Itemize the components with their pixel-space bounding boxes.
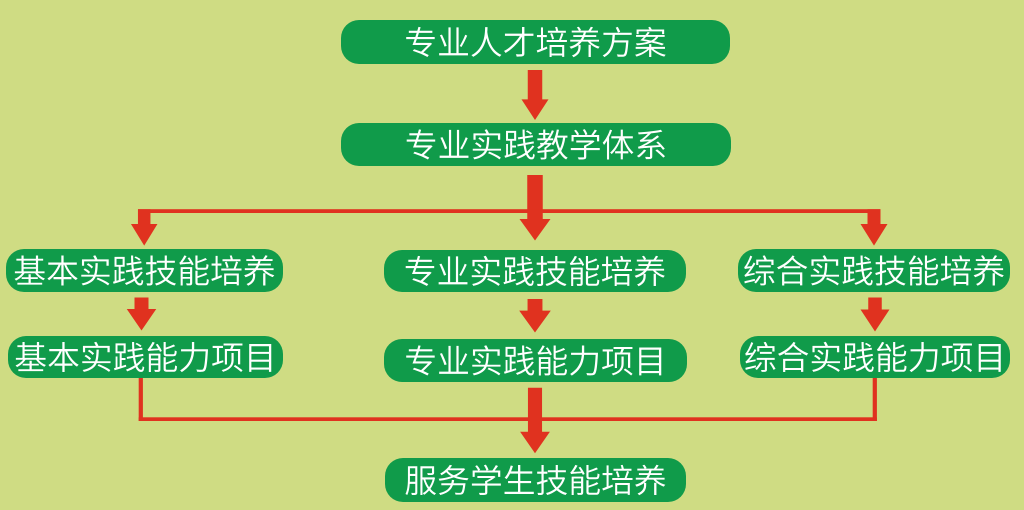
arrow-basic-skill-to-project <box>126 297 157 331</box>
arrow-plan-to-system <box>521 70 549 120</box>
arrow-comprehensive-skill-to-project <box>860 297 890 332</box>
converge-riser-left <box>138 377 143 421</box>
arrow-branch-left <box>130 209 158 246</box>
node-plan-label <box>406 26 666 58</box>
node-system-label <box>406 129 666 160</box>
node-comprehensive-project-label <box>745 341 1001 373</box>
node-service-label <box>405 464 666 496</box>
node-professional-project: 专业实践能力项目 <box>384 339 687 382</box>
node-professional-skill: 专业实践技能培养 <box>384 250 686 292</box>
node-service: 服务学生技能培养 <box>385 458 686 502</box>
node-comprehensive-skill: 综合实践技能培养 <box>738 249 1010 292</box>
node-basic-project: 基本实践能力项目 <box>8 336 283 378</box>
node-comprehensive-skill-label <box>744 255 1004 286</box>
arrow-branch-right <box>860 209 888 246</box>
arrow-professional-skill-to-project <box>519 299 551 333</box>
node-system: 专业实践教学体系 <box>341 123 731 166</box>
converge-line-bottom <box>138 417 877 421</box>
node-basic-skill-label <box>14 255 275 286</box>
arrow-project-to-service <box>520 387 550 454</box>
arrow-system-stem <box>519 175 551 241</box>
node-professional-project-label <box>406 345 662 376</box>
node-basic-project-label <box>15 341 272 373</box>
node-comprehensive-project: 综合实践能力项目 <box>740 336 1010 378</box>
node-professional-skill-label <box>405 255 665 287</box>
node-basic-skill: 基本实践技能培养 <box>6 249 283 292</box>
converge-riser-right <box>872 377 877 421</box>
branch-line-top <box>138 209 881 213</box>
node-plan: 专业人才培养方案 <box>341 20 730 64</box>
